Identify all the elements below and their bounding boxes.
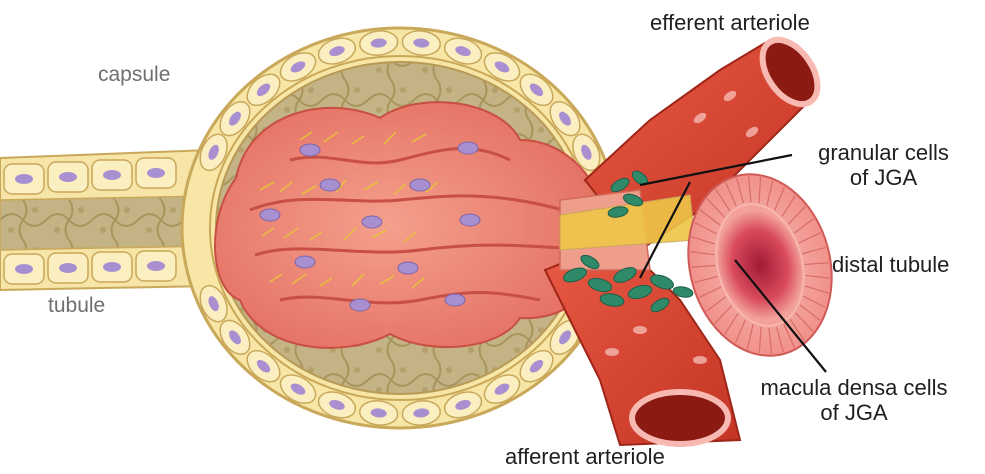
label-granular-cells: granular cells of JGA	[796, 140, 971, 191]
label-granular-cells-line2: of JGA	[796, 165, 971, 190]
label-capsule: capsule	[98, 63, 170, 87]
label-distal-tubule: distal tubule	[832, 252, 949, 277]
label-afferent-arteriole: afferent arteriole	[505, 444, 665, 469]
label-macula-densa-line2: of JGA	[736, 400, 972, 425]
proximal-tubule	[0, 150, 210, 290]
label-efferent-arteriole: efferent arteriole	[650, 10, 810, 35]
label-macula-densa: macula densa cells of JGA	[736, 375, 972, 426]
label-tubule: tubule	[48, 294, 105, 318]
label-macula-densa-line1: macula densa cells	[736, 375, 972, 400]
label-granular-cells-line1: granular cells	[796, 140, 971, 165]
